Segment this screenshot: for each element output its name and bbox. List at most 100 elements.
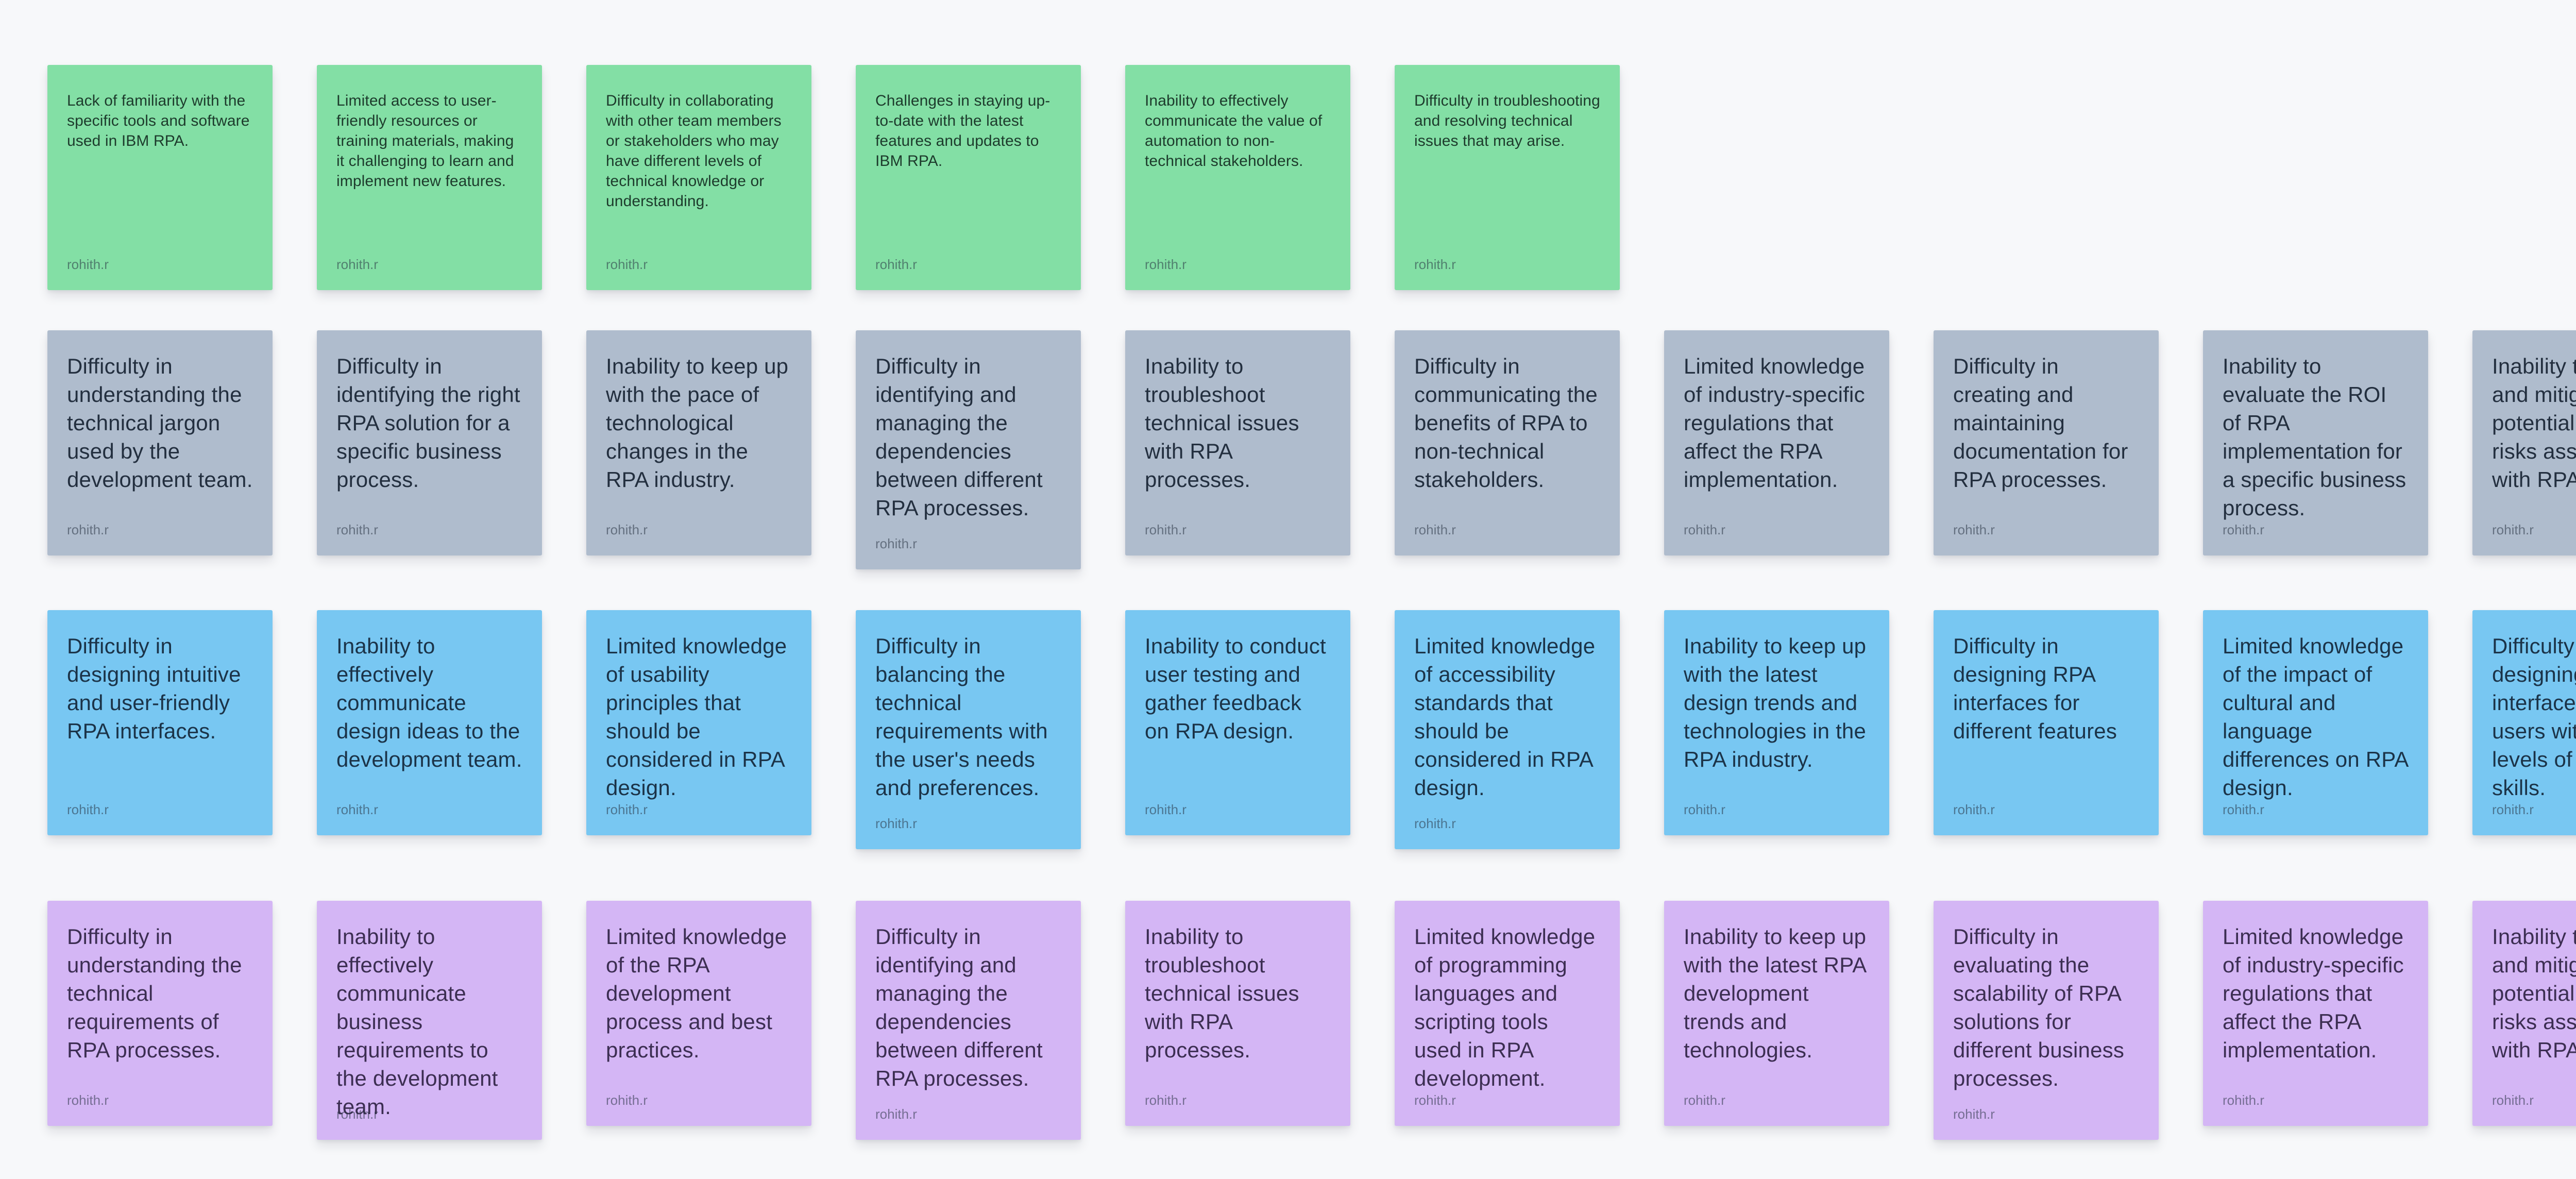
sticky-note-text: Difficulty in designing intuitive and us…: [67, 634, 241, 743]
sticky-note[interactable]: Difficulty in identifying the right RPA …: [317, 330, 542, 555]
sticky-note[interactable]: Limited knowledge of the impact of cultu…: [2203, 610, 2428, 835]
sticky-row-blue-row: Difficulty in designing intuitive and us…: [47, 610, 2576, 849]
sticky-note[interactable]: Inability to effectively communicate bus…: [317, 901, 542, 1140]
sticky-note[interactable]: Inability to keep up with the pace of te…: [586, 330, 811, 555]
sticky-note[interactable]: Difficulty in understanding the technica…: [47, 330, 273, 555]
sticky-note-text: Inability to effectively communicate bus…: [336, 924, 498, 1119]
sticky-note-author: rohith.r: [606, 1092, 648, 1108]
sticky-note-author: rohith.r: [2492, 522, 2534, 537]
sticky-note-author: rohith.r: [1145, 802, 1187, 817]
sticky-note[interactable]: Difficulty in understanding the technica…: [47, 901, 273, 1126]
sticky-note-text: Inability to keep up with the latest des…: [1684, 634, 1867, 771]
sticky-note-text: Difficulty in designing RPA interfaces f…: [1953, 634, 2117, 743]
sticky-note[interactable]: Lack of familiarity with the specific to…: [47, 65, 273, 290]
sticky-note[interactable]: Difficulty in identifying and managing t…: [856, 330, 1081, 569]
sticky-note-author: rohith.r: [606, 802, 648, 817]
sticky-note[interactable]: Limited knowledge of the RPA development…: [586, 901, 811, 1126]
sticky-row-green-row: Lack of familiarity with the specific to…: [47, 65, 1620, 290]
sticky-note-author: rohith.r: [336, 522, 378, 537]
sticky-note-author: rohith.r: [875, 816, 917, 831]
sticky-note[interactable]: Difficulty in collaborating with other t…: [586, 65, 811, 290]
sticky-note-author: rohith.r: [606, 257, 648, 272]
sticky-note-text: Difficulty in balancing the technical re…: [875, 634, 1048, 800]
sticky-row-purple-row: Difficulty in understanding the technica…: [47, 901, 2576, 1140]
sticky-note[interactable]: Difficulty in creating and maintaining d…: [1934, 330, 2159, 555]
sticky-note[interactable]: Limited access to user-friendly resource…: [317, 65, 542, 290]
sticky-note-text: Limited knowledge of usability principle…: [606, 634, 787, 800]
sticky-note-text: Difficulty in communicating the benefits…: [1414, 354, 1598, 492]
sticky-note-text: Challenges in staying up-to-date with th…: [875, 92, 1050, 170]
sticky-note[interactable]: Inability to effectively communicate the…: [1125, 65, 1350, 290]
sticky-note-author: rohith.r: [875, 536, 917, 551]
sticky-note[interactable]: Difficulty in balancing the technical re…: [856, 610, 1081, 849]
sticky-note-author: rohith.r: [1414, 1092, 1456, 1108]
sticky-note[interactable]: Difficulty in designing RPA interfaces f…: [1934, 610, 2159, 835]
sticky-note-author: rohith.r: [1414, 816, 1456, 831]
sticky-note[interactable]: Difficulty in identifying and managing t…: [856, 901, 1081, 1140]
sticky-note-text: Inability to troubleshoot technical issu…: [1145, 924, 1299, 1062]
sticky-note-author: rohith.r: [1414, 257, 1456, 272]
sticky-note-text: Difficulty in understanding the technica…: [67, 354, 253, 492]
sticky-note-author: rohith.r: [336, 1106, 378, 1122]
sticky-note-author: rohith.r: [2223, 522, 2264, 537]
sticky-note-author: rohith.r: [1684, 802, 1725, 817]
sticky-note-text: Inability to troubleshoot technical issu…: [1145, 354, 1299, 492]
sticky-note-text: Limited knowledge of accessibility stand…: [1414, 634, 1596, 800]
sticky-note-text: Inability to identify and mitigate poten…: [2492, 354, 2576, 492]
sticky-note-text: Inability to keep up with the latest RPA…: [1684, 924, 1867, 1062]
sticky-row-gray-row: Difficulty in understanding the technica…: [47, 330, 2576, 569]
sticky-note[interactable]: Inability to troubleshoot technical issu…: [1125, 330, 1350, 555]
sticky-note-author: rohith.r: [1953, 802, 1995, 817]
sticky-note-text: Difficulty in troubleshooting and resolv…: [1414, 92, 1600, 149]
sticky-note-text: Difficulty in identifying the right RPA …: [336, 354, 520, 492]
sticky-note-author: rohith.r: [2223, 802, 2264, 817]
sticky-note[interactable]: Difficulty in designing RPA interfaces f…: [2472, 610, 2576, 835]
sticky-note-text: Inability to keep up with the pace of te…: [606, 354, 789, 492]
sticky-note-author: rohith.r: [1684, 1092, 1725, 1108]
sticky-note-author: rohith.r: [875, 257, 917, 272]
sticky-note[interactable]: Inability to troubleshoot technical issu…: [1125, 901, 1350, 1126]
sticky-note[interactable]: Inability to keep up with the latest des…: [1664, 610, 1889, 835]
sticky-note-author: rohith.r: [1953, 522, 1995, 537]
sticky-note-author: rohith.r: [2492, 802, 2534, 817]
sticky-note[interactable]: Inability to evaluate the ROI of RPA imp…: [2203, 330, 2428, 555]
sticky-note[interactable]: Limited knowledge of accessibility stand…: [1395, 610, 1620, 849]
sticky-note-author: rohith.r: [1953, 1106, 1995, 1122]
sticky-note[interactable]: Difficulty in designing intuitive and us…: [47, 610, 273, 835]
sticky-note[interactable]: Difficulty in evaluating the scalability…: [1934, 901, 2159, 1140]
sticky-note[interactable]: Inability to conduct user testing and ga…: [1125, 610, 1350, 835]
sticky-note-text: Difficulty in creating and maintaining d…: [1953, 354, 2128, 492]
sticky-note-text: Inability to effectively communicate des…: [336, 634, 522, 771]
sticky-note[interactable]: Limited knowledge of programming languag…: [1395, 901, 1620, 1126]
sticky-note-text: Limited knowledge of the impact of cultu…: [2223, 634, 2408, 800]
sticky-note-text: Inability to identify and mitigate poten…: [2492, 924, 2576, 1062]
sticky-note-text: Lack of familiarity with the specific to…: [67, 92, 250, 149]
sticky-note[interactable]: Inability to effectively communicate des…: [317, 610, 542, 835]
sticky-note[interactable]: Limited knowledge of usability principle…: [586, 610, 811, 835]
sticky-note[interactable]: Challenges in staying up-to-date with th…: [856, 65, 1081, 290]
sticky-note-author: rohith.r: [1145, 522, 1187, 537]
sticky-note[interactable]: Difficulty in troubleshooting and resolv…: [1395, 65, 1620, 290]
sticky-note-text: Difficulty in identifying and managing t…: [875, 354, 1043, 520]
sticky-note[interactable]: Difficulty in communicating the benefits…: [1395, 330, 1620, 555]
sticky-note-author: rohith.r: [67, 802, 109, 817]
sticky-note-author: rohith.r: [67, 522, 109, 537]
sticky-note[interactable]: Limited knowledge of industry-specific r…: [2203, 901, 2428, 1126]
sticky-note-author: rohith.r: [875, 1106, 917, 1122]
sticky-note[interactable]: Inability to keep up with the latest RPA…: [1664, 901, 1889, 1126]
sticky-note-text: Limited knowledge of programming languag…: [1414, 924, 1596, 1090]
sticky-note[interactable]: Limited knowledge of industry-specific r…: [1664, 330, 1889, 555]
sticky-note-author: rohith.r: [606, 522, 648, 537]
sticky-note-author: rohith.r: [1145, 1092, 1187, 1108]
sticky-note[interactable]: Inability to identify and mitigate poten…: [2472, 901, 2576, 1126]
sticky-note-text: Inability to effectively communicate the…: [1145, 92, 1323, 170]
sticky-note-text: Difficulty in identifying and managing t…: [875, 924, 1043, 1090]
sticky-note-text: Inability to conduct user testing and ga…: [1145, 634, 1326, 743]
sticky-note-author: rohith.r: [1684, 522, 1725, 537]
sticky-note-author: rohith.r: [1145, 257, 1187, 272]
sticky-note-author: rohith.r: [1414, 522, 1456, 537]
sticky-note[interactable]: Inability to identify and mitigate poten…: [2472, 330, 2576, 555]
sticky-note-author: rohith.r: [67, 257, 109, 272]
sticky-note-author: rohith.r: [336, 257, 378, 272]
